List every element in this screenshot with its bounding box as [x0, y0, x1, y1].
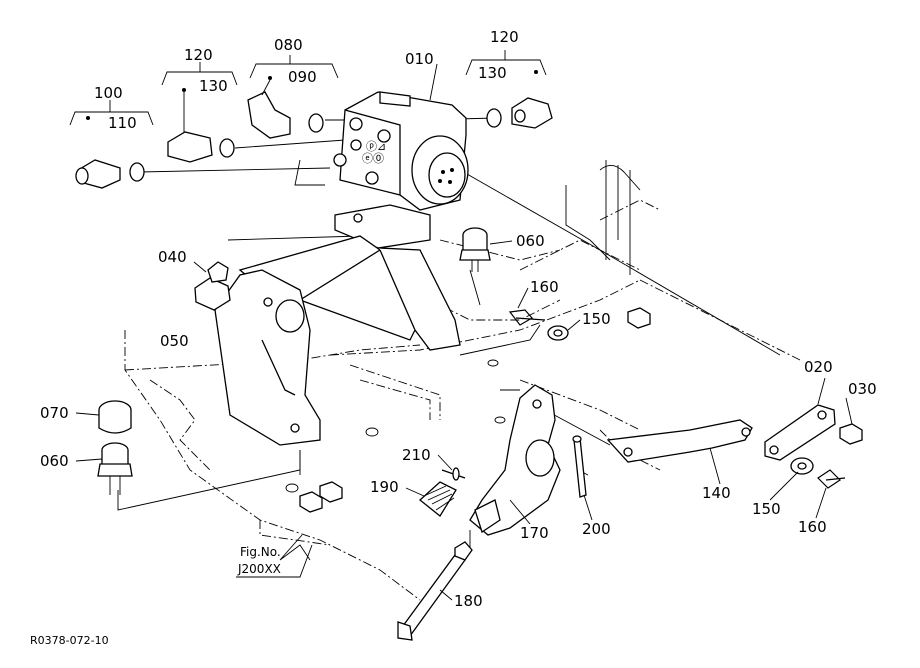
callout-150-lower: 150 [752, 500, 781, 518]
fig-label: Fig.No. [240, 545, 281, 559]
part-200-pin [572, 435, 587, 498]
callout-130-right: 130 [478, 64, 507, 82]
part-050-mount-plate [214, 269, 321, 446]
drawing-code: R0378-072-10 [30, 634, 109, 647]
svg-text:ⓔ⓪: ⓔ⓪ [362, 152, 384, 165]
part-060-bolt-lower [97, 442, 133, 495]
part-160-clip-lower [817, 469, 846, 489]
callout-060-lower: 060 [40, 452, 69, 470]
part-110-oring [129, 162, 145, 182]
part-140-rod [606, 419, 753, 463]
callout-labels: 100 110 120 130 080 090 010 120 130 040 … [40, 28, 877, 610]
callout-170: 170 [520, 524, 549, 542]
callout-160-upper: 160 [530, 278, 559, 296]
nuts [299, 307, 651, 513]
callout-130-left: 130 [199, 77, 228, 95]
part-090-oring [308, 113, 324, 133]
callout-110: 110 [108, 114, 137, 132]
callout-090: 090 [288, 68, 317, 86]
part-210-pin [441, 467, 466, 481]
callout-040: 040 [158, 248, 187, 266]
callout-120-right: 120 [490, 28, 519, 46]
callout-120-left: 120 [184, 46, 213, 64]
part-010-valve-body: ⓟ⊿ ⓔ⓪ [333, 91, 469, 211]
callout-100: 100 [94, 84, 123, 102]
callout-160-lower: 160 [798, 518, 827, 536]
callout-020: 020 [804, 358, 833, 376]
callout-210: 210 [402, 446, 431, 464]
callout-190: 190 [370, 478, 399, 496]
part-150-washer-upper [547, 325, 569, 341]
part-150-washer-lower [790, 457, 814, 475]
callout-010: 010 [405, 50, 434, 68]
part-020-link [764, 404, 836, 461]
part-060-bolt-upper [459, 227, 491, 272]
part-030-bolt [839, 423, 863, 445]
part-120-fitting-left [167, 88, 213, 163]
callout-080: 080 [274, 36, 303, 54]
part-130-oring-right [486, 108, 502, 128]
part-190-spring [418, 481, 457, 517]
part-180-shaft [397, 541, 473, 641]
part-170-lever [469, 384, 561, 536]
callout-060-upper: 060 [516, 232, 545, 250]
callout-050: 050 [160, 332, 189, 350]
callout-030: 030 [848, 380, 877, 398]
callout-070: 070 [40, 404, 69, 422]
part-120-fitting-right [511, 70, 553, 129]
part-160-clip-upper [508, 309, 546, 326]
callout-140: 140 [702, 484, 731, 502]
part-080-elbow [247, 76, 291, 139]
figure-number-block: Fig.No. J200XX [236, 544, 313, 578]
part-070-cap [98, 400, 132, 434]
part-040-fitting [194, 261, 231, 311]
callout-200: 200 [582, 520, 611, 538]
part-130-oring-left [219, 138, 235, 158]
callout-leaders [75, 63, 853, 601]
fig-number: J200XX [237, 562, 281, 576]
callout-180: 180 [454, 592, 483, 610]
callout-150-upper: 150 [582, 310, 611, 328]
svg-text:ⓟ⊿: ⓟ⊿ [366, 140, 386, 153]
part-100-fitting [75, 116, 121, 189]
